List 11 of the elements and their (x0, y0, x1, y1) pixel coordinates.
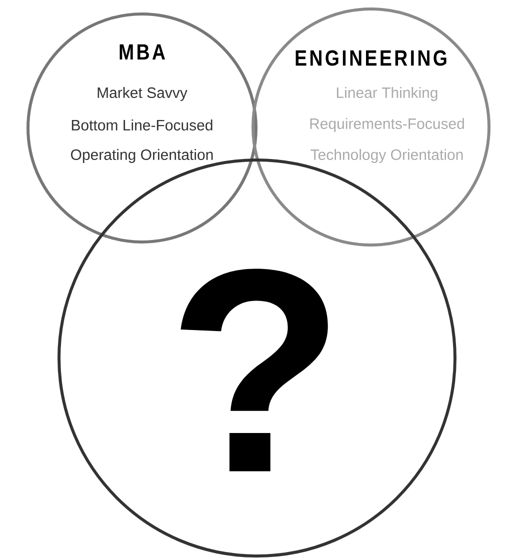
venn-circle (252, 8, 490, 246)
venn-circle (26, 12, 258, 244)
trait-text: Requirements-Focused (310, 118, 464, 132)
circle-heading: MBA (120, 44, 165, 60)
trait-text: Market Savvy (98, 87, 188, 101)
circle-heading: ENGINEERING (296, 50, 446, 66)
trait-text: Bottom Line-Focused (72, 119, 212, 130)
question-mark: ? (180, 268, 328, 472)
trait-text: Linear Thinking (336, 87, 438, 101)
trait-text: Operating Orientation (71, 149, 213, 163)
trait-text: Technology Orientation (310, 149, 463, 163)
